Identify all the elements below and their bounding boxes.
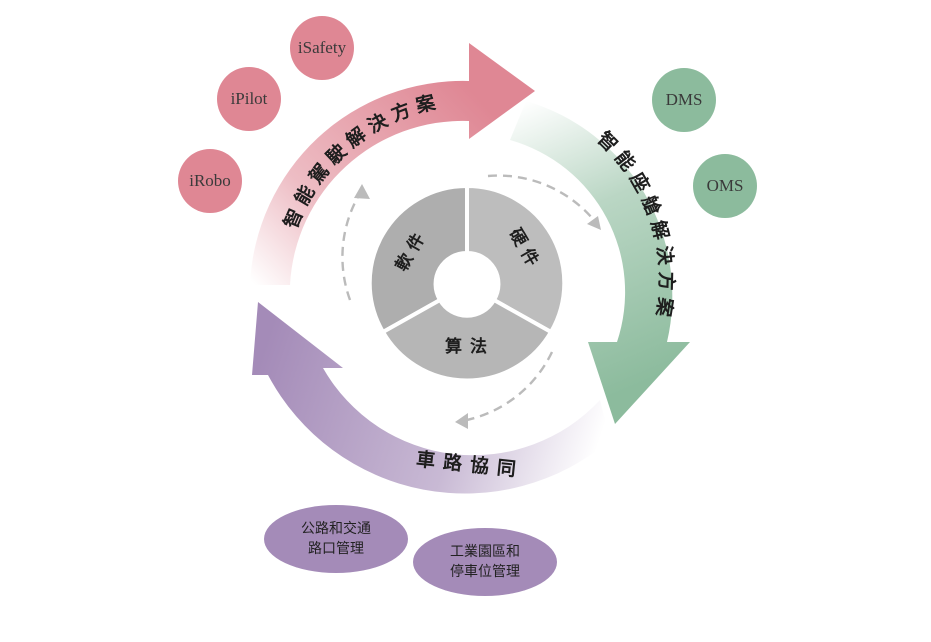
core-label-algorithm: 算法	[444, 336, 495, 357]
park-ellipse	[413, 528, 557, 596]
park-label-line1: 工業園區和	[450, 544, 520, 560]
isafety-label: iSafety	[297, 38, 347, 57]
irobo-label: iRobo	[189, 171, 231, 190]
oms-circle	[693, 154, 757, 218]
dashed-arrowhead-bottom	[455, 413, 468, 429]
irobo-circle	[178, 149, 242, 213]
core-donut	[367, 183, 567, 383]
core-segment-algorithm	[380, 297, 554, 383]
road-ellipse	[264, 505, 408, 573]
core-hole	[436, 252, 498, 314]
park-label: 工業園區和 停車位管理	[413, 528, 557, 596]
isafety-circle	[290, 16, 354, 80]
dashed-arrow-left	[341, 189, 364, 301]
cockpit-arrow	[510, 101, 690, 424]
dms-circle	[652, 68, 716, 132]
dashed-arrowhead-left	[354, 184, 370, 199]
dashed-arrowhead-top	[587, 216, 601, 230]
road-label-line1: 公路和交通	[301, 521, 371, 537]
road-label-line2: 路口管理	[308, 541, 364, 557]
dashed-arrow-top	[487, 174, 598, 225]
road-label: 公路和交通 路口管理	[264, 505, 408, 573]
oms-label: OMS	[706, 176, 744, 195]
v2x-arrow	[252, 302, 610, 494]
ipilot-circle	[217, 67, 281, 131]
autonomous-arrow	[250, 43, 535, 285]
park-label-line2: 停車位管理	[450, 564, 520, 580]
dms-label: DMS	[665, 90, 703, 109]
ipilot-label: iPilot	[230, 89, 268, 108]
